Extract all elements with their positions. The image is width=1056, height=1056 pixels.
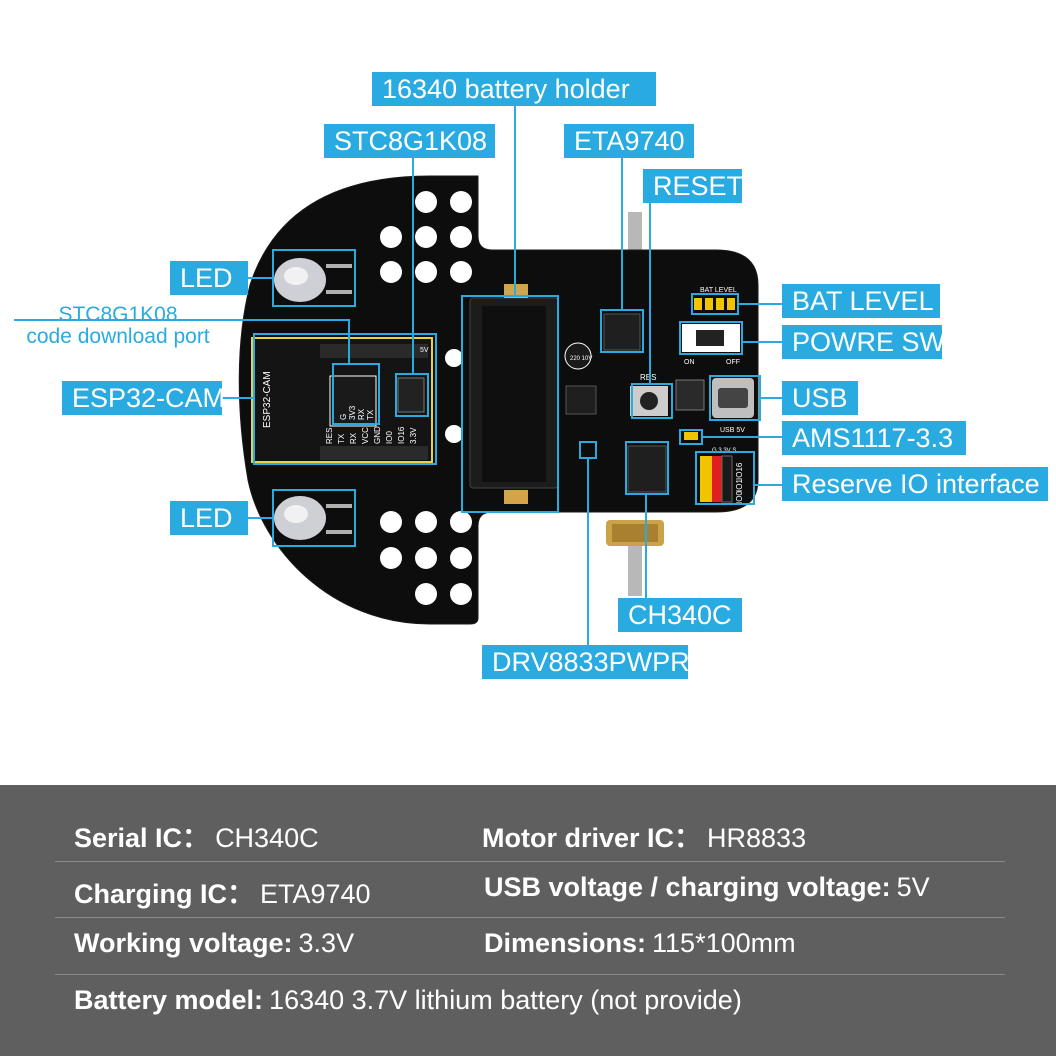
label-ch340c: CH340C [618,598,742,632]
spec-value: 16340 3.7V lithium battery (not provide) [269,985,742,1015]
label-led-top: LED [170,261,248,295]
spec-value: 3.3V [298,928,355,958]
spec-divider [55,861,1005,862]
silk-five-v: 5V [420,347,429,354]
mounting-holes-top [380,191,472,443]
label-stc8g1k08: STC8G1K08 [324,124,495,158]
led-bottom [274,496,352,540]
spec-value: 115*100mm [652,928,796,958]
spec-key: Dimensions: [484,928,647,958]
mounting-holes-bottom [380,511,472,605]
spec-panel: Serial IC：CH340C Motor driver IC：HR8833 … [0,785,1056,1056]
stc-port-line2: code download port [26,325,210,348]
spec-charging-ic: Charging IC：ETA9740 [74,872,371,911]
silk-esp-pin-label: VCC [361,427,370,444]
label-reserve-io: Reserve IO interface [782,467,1048,501]
silk-io-pin-label: IO16 [735,462,744,480]
silk-on: ON [684,359,695,366]
silk-usb5v: USB 5V [720,427,745,434]
spec-value: ETA9740 [260,879,371,909]
silk-esp-pin-label: IO0 [385,431,394,444]
silk-pin-label: TX [366,409,375,420]
board-illustration: ESP32-CAM [14,106,782,650]
label-drv8833: DRV8833PWPR [482,645,690,679]
label-bat-level: BAT LEVEL [782,284,940,318]
silk-pin-label: 3V3 [348,405,357,420]
silk-io-pin-label: IO1 [735,479,744,492]
spec-battery-model: Battery model:16340 3.7V lithium battery… [74,985,742,1016]
silk-esp-pin-label: 3.3V [409,427,418,444]
silk-io-pin-label: IO0 [735,491,744,504]
spec-value: HR8833 [707,823,807,853]
spec-key: USB voltage / charging voltage: [484,872,891,902]
spec-dimensions: Dimensions:115*100mm [484,928,796,959]
label-esp32-cam: ESP32-CAM [62,381,225,415]
spec-working-voltage: Working voltage:3.3V [74,928,354,959]
label-battery-holder: 16340 battery holder [372,72,656,106]
spec-serial-ic: Serial IC：CH340C [74,816,319,855]
spec-key: Charging IC： [74,879,254,909]
spec-usb-voltage: USB voltage / charging voltage:5V [484,872,930,903]
led-top [274,258,352,302]
leader-lines [14,106,782,650]
spec-motor-driver: Motor driver IC：HR8833 [482,816,806,855]
spec-key: Battery model: [74,985,264,1015]
board-components [564,298,754,503]
label-power-sw: POWRE SW [782,325,945,359]
silk-cap: 220 10V [570,356,592,362]
silk-off: OFF [726,359,740,366]
label-led-bottom: LED [170,501,248,535]
label-stc-download-port: STC8G1K08 code download port [6,304,230,348]
battery-holder [469,284,559,504]
spec-value: 5V [896,872,930,902]
silk-esp-pin-label: TX [337,433,346,444]
board-diagram: ESP32-CAM [6,72,1048,679]
bottom-motor [606,520,664,596]
spec-divider [55,917,1005,918]
silk-esp-pin-label: RX [349,432,358,444]
silk-esp-pin-label: RES [325,428,334,444]
silk-esp-pin-label: IO16 [397,426,406,444]
esp-module-text: ESP32-CAM [262,371,273,428]
spec-key: Serial IC： [74,823,210,853]
esp32-cam-module: ESP32-CAM [251,337,433,463]
label-eta9740: ETA9740 [564,124,694,158]
label-usb: USB [782,381,858,415]
spec-value: CH340C [215,823,319,853]
spec-key: Motor driver IC： [482,823,702,853]
spec-divider [55,974,1005,975]
label-reset: RESET [643,169,743,203]
spec-key: Working voltage: [74,928,293,958]
silk-pin-label: RX [357,408,366,420]
label-ams1117: AMS1117-3.3 [782,421,966,455]
silk-pin-label: G [339,414,348,420]
silk-esp-pin-label: GND [373,426,382,444]
silk-bat-level: BAT LEVEL [700,287,737,294]
stc-port-line1: STC8G1K08 [58,303,178,326]
silk-res: RES [640,373,656,382]
